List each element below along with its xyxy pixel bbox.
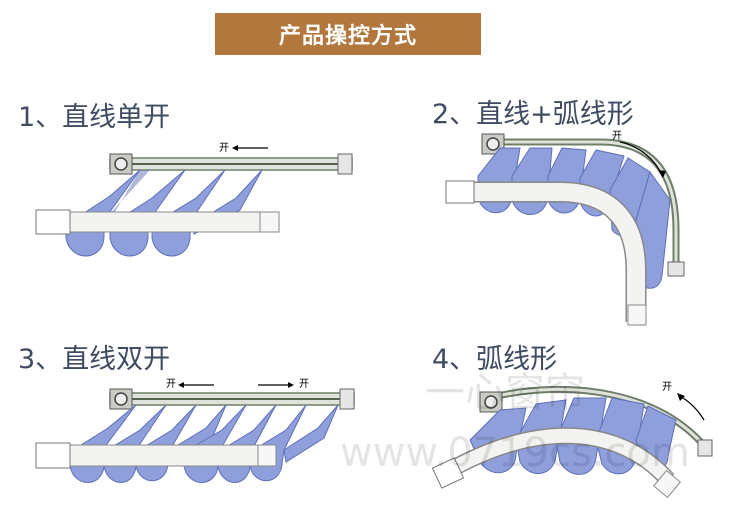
end-bracket [339,388,355,410]
watermark-url: www.0719cs.com [340,430,690,476]
open-arrow-label: 开 [219,143,229,154]
end-bracket [667,261,685,277]
open-arrow-label: 开 [662,382,672,393]
curtain-rod [445,180,647,326]
end-bracket [697,439,713,457]
motor-icon [109,153,133,175]
open-arrow-label-left: 开 [166,379,176,390]
title-banner: 产品操控方式 [215,13,481,55]
curtain-rod [35,209,280,235]
open-arrow-icon [619,141,666,178]
watermark-brand: 一心窗帘 [425,370,585,416]
curtain-rod [35,442,277,469]
open-arrow-left-icon [178,382,214,388]
motor-icon [481,133,505,155]
open-arrow-icon [677,393,705,421]
open-arrow-icon [232,145,268,151]
open-arrow-label: 开 [612,131,622,142]
mode-3-label: 3、直线双开 [18,344,171,375]
end-bracket [337,153,353,175]
motor-icon [109,388,133,410]
mode-2-label: 2、直线+弧线形 [432,99,634,130]
mode-4-label: 4、弧线形 [432,344,558,375]
curtain-rod [431,427,682,499]
open-arrow-label-right: 开 [299,379,309,390]
mode-1-label: 1、直线单开 [18,102,171,133]
open-arrow-right-icon [258,382,294,388]
motor-icon [479,391,503,413]
